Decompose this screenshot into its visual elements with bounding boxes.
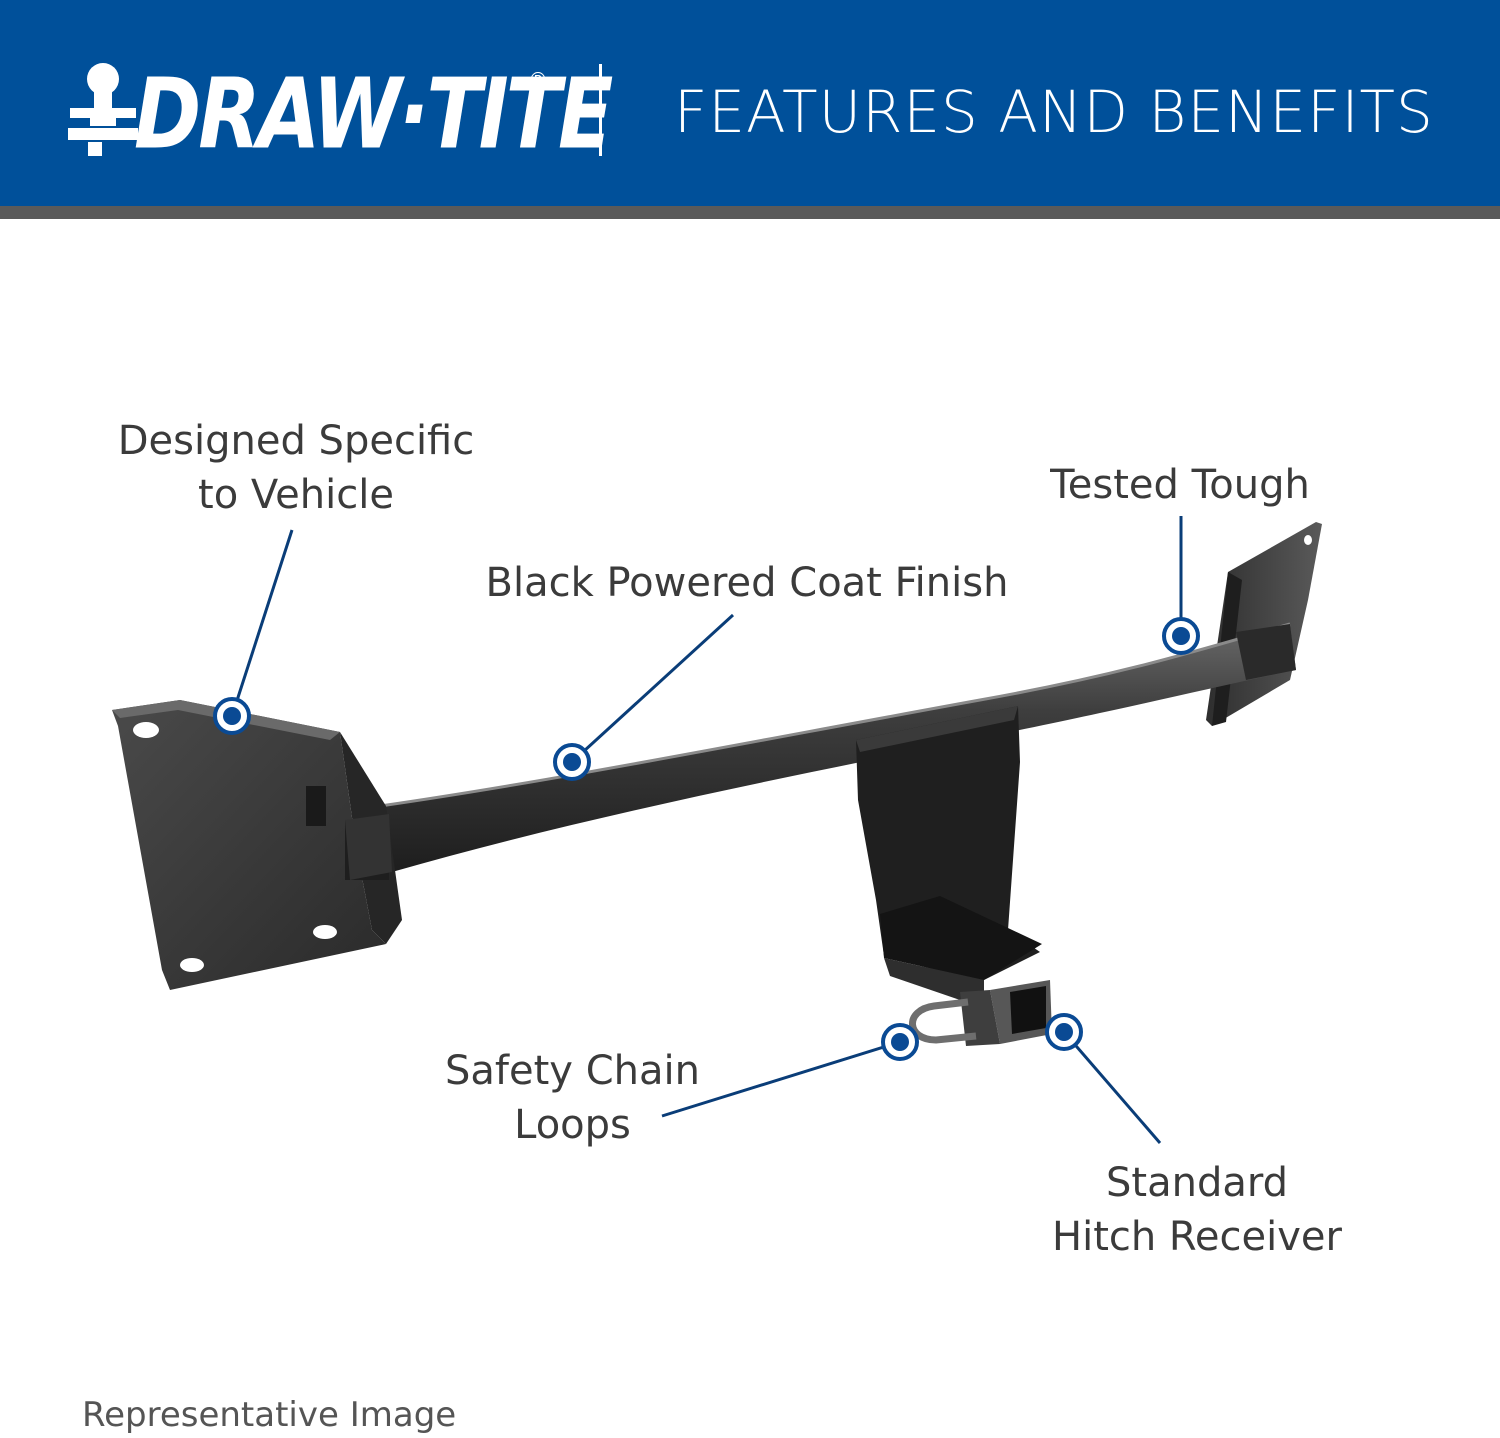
- header-divider: [599, 64, 602, 156]
- callout-dot-icon: [553, 743, 591, 781]
- callout-hitch-receiver: Standard Hitch Receiver: [1036, 1156, 1358, 1264]
- left-mounting-bracket: [112, 700, 402, 990]
- callout-tested-tough: Tested Tough: [1050, 462, 1310, 508]
- callout-dot-icon: [881, 1023, 919, 1061]
- receiver-shank: [856, 706, 1052, 1046]
- callout-receiver-line2: Hitch Receiver: [1052, 1214, 1342, 1260]
- safety-chain-loop: [909, 998, 977, 1044]
- callout-designed-line1: Designed Specific: [117, 418, 475, 464]
- callout-markers: [213, 617, 1200, 1061]
- header-banner: DRAW·TITE ® FEATURES AND BENEFITS: [0, 0, 1500, 206]
- callout-chain-line2: Loops: [514, 1102, 631, 1148]
- callout-dot-icon: [213, 697, 251, 735]
- page-title: FEATURES AND BENEFITS: [674, 78, 1434, 146]
- callout-dot-icon: [1045, 1013, 1083, 1051]
- header-shadow-bar: [0, 206, 1500, 219]
- representative-image-note: Representative Image: [82, 1395, 457, 1435]
- callout-designed-line2: to Vehicle: [198, 472, 394, 518]
- trailer-ball-icon: [68, 63, 138, 156]
- callout-safety-chain: Safety Chain Loops: [430, 1044, 715, 1152]
- right-mounting-bracket: [1206, 522, 1322, 726]
- cross-tube: [379, 622, 1296, 872]
- callout-coat-finish: Black Powered Coat Finish: [485, 560, 1009, 606]
- callout-receiver-line1: Standard: [1106, 1160, 1288, 1206]
- hitch-diagram: [112, 516, 1322, 1144]
- callout-dot-icon: [1162, 617, 1200, 655]
- brand-name: DRAW·TITE: [134, 57, 613, 172]
- leader-lines: [230, 516, 1183, 1144]
- callout-designed-specific: Designed Specific to Vehicle: [96, 414, 496, 522]
- callout-chain-line1: Safety Chain: [445, 1048, 700, 1094]
- brand-logo: DRAW·TITE ®: [68, 61, 613, 167]
- registered-mark: ®: [528, 68, 548, 92]
